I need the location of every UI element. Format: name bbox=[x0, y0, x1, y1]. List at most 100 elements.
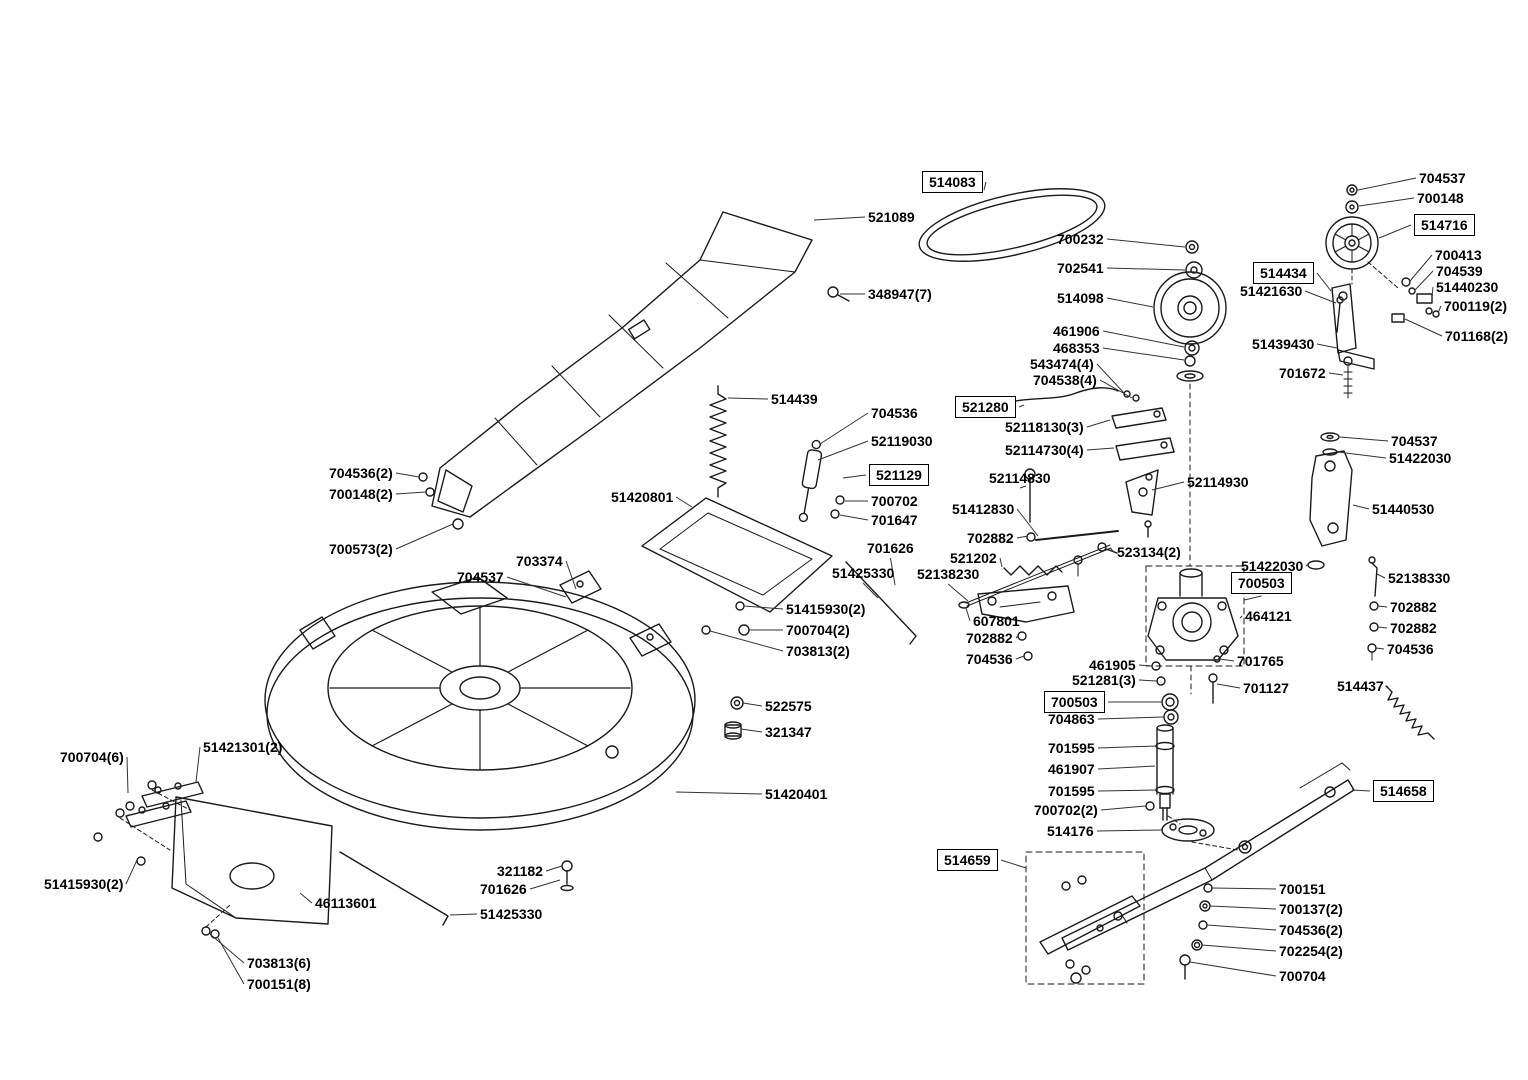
part-label: 52119030 bbox=[871, 433, 933, 449]
part-label: 702882 bbox=[966, 630, 1013, 646]
part-label: 52138230 bbox=[917, 566, 980, 582]
part-label: 468353 bbox=[1053, 340, 1100, 356]
leader-line bbox=[743, 605, 784, 610]
part-label: 700148(2) bbox=[329, 486, 393, 502]
leader-line bbox=[1357, 177, 1417, 191]
part-label: 51412830 bbox=[952, 501, 1015, 517]
part-label: 461906 bbox=[1053, 323, 1100, 339]
part-label: 514439 bbox=[771, 391, 818, 407]
leader-line bbox=[1386, 685, 1391, 691]
part-label: 703813(2) bbox=[786, 643, 850, 659]
part-label: 700702 bbox=[871, 493, 918, 509]
part-label: 522575 bbox=[765, 698, 812, 714]
part-label: 700702(2) bbox=[1034, 802, 1098, 818]
part-label: 461905 bbox=[1089, 657, 1136, 673]
leader-line bbox=[449, 913, 478, 916]
part-label: 700704 bbox=[1279, 968, 1326, 984]
part-label: 701595 bbox=[1048, 740, 1095, 756]
leader-line bbox=[675, 496, 693, 508]
part-label: 51420801 bbox=[611, 489, 674, 505]
part-label: 704536 bbox=[871, 405, 918, 421]
part-label: 51422030 bbox=[1389, 450, 1452, 466]
leader-line bbox=[1377, 626, 1388, 629]
tension-rod-drawing bbox=[958, 468, 1119, 661]
leader-line bbox=[1378, 224, 1412, 239]
leader-line bbox=[1219, 658, 1235, 662]
part-label: 514437 bbox=[1337, 678, 1384, 694]
leader-line bbox=[1015, 635, 1019, 639]
part-label: 702882 bbox=[967, 530, 1014, 546]
leader-line bbox=[1097, 745, 1157, 749]
part-label: 348947(7) bbox=[868, 286, 932, 302]
leader-line bbox=[299, 892, 313, 904]
leader-line bbox=[727, 397, 769, 400]
part-label: 704536(2) bbox=[329, 465, 393, 481]
leader-line bbox=[817, 440, 869, 461]
part-label: 702882 bbox=[1390, 620, 1437, 636]
part-label: 46113601 bbox=[315, 895, 377, 911]
part-label: 703374 bbox=[516, 553, 563, 569]
part-label: 51440230 bbox=[1436, 279, 1499, 295]
part-label: 52114830 bbox=[989, 470, 1051, 486]
leader-line bbox=[1316, 272, 1332, 292]
leader-line bbox=[1189, 961, 1277, 977]
part-label: 701595 bbox=[1048, 783, 1095, 799]
leader-line bbox=[742, 702, 763, 707]
leader-line bbox=[506, 576, 567, 598]
part-label: 321347 bbox=[765, 724, 812, 740]
part-label: 704863 bbox=[1048, 711, 1095, 727]
part-label: 700232 bbox=[1057, 231, 1104, 247]
leader-line bbox=[195, 746, 201, 783]
part-label: 704539 bbox=[1436, 263, 1483, 279]
leader-lines bbox=[125, 177, 1443, 985]
tension-spring-drawing bbox=[1385, 685, 1435, 740]
part-label: 464121 bbox=[1245, 608, 1292, 624]
leader-line bbox=[1106, 297, 1154, 308]
leader-line bbox=[1316, 343, 1338, 349]
leader-line bbox=[1431, 286, 1434, 298]
part-label: 51440530 bbox=[1372, 501, 1435, 517]
belt-drawing bbox=[918, 188, 1106, 262]
leader-line bbox=[1239, 615, 1243, 619]
part-label: 704537 bbox=[457, 569, 504, 585]
leader-line bbox=[1097, 765, 1156, 770]
part-label: 521202 bbox=[950, 550, 997, 566]
leader-line bbox=[1404, 318, 1443, 337]
leader-line bbox=[839, 514, 869, 521]
part-label: 51422030 bbox=[1241, 558, 1304, 574]
part-label: 461907 bbox=[1048, 761, 1095, 777]
part-label: 701626 bbox=[867, 540, 914, 556]
leader-line bbox=[819, 412, 869, 445]
idler-linkage-drawing bbox=[1097, 390, 1175, 554]
rear-hanger-drawing bbox=[1307, 432, 1379, 661]
leader-line bbox=[1086, 447, 1115, 451]
part-label: 701765 bbox=[1237, 653, 1284, 669]
leader-line bbox=[1138, 679, 1158, 682]
leader-line bbox=[1211, 887, 1277, 890]
part-label: 700413 bbox=[1435, 247, 1482, 263]
part-label: 51439430 bbox=[1252, 336, 1315, 352]
spindle-assembly-drawing bbox=[1145, 565, 1245, 851]
part-label: 514658 bbox=[1373, 780, 1434, 803]
part-label: 51425330 bbox=[832, 565, 895, 581]
part-label: 321182 bbox=[497, 863, 543, 879]
part-label: 700704(6) bbox=[60, 749, 124, 765]
part-label: 700151(8) bbox=[247, 976, 311, 992]
leader-line bbox=[1109, 547, 1115, 553]
leader-line bbox=[1351, 789, 1371, 792]
leader-line bbox=[675, 791, 763, 795]
part-label: 701626 bbox=[480, 881, 527, 897]
leader-line bbox=[1375, 647, 1385, 650]
leader-line bbox=[1019, 485, 1027, 489]
leader-line bbox=[1016, 535, 1029, 539]
leader-line bbox=[126, 756, 129, 794]
part-label: 607801 bbox=[973, 613, 1020, 629]
part-label: 701168(2) bbox=[1445, 328, 1509, 344]
part-label: 514098 bbox=[1057, 290, 1104, 306]
leader-line bbox=[1339, 436, 1389, 442]
leader-line bbox=[1437, 305, 1442, 314]
leader-line bbox=[1151, 481, 1185, 491]
leader-line bbox=[1305, 563, 1309, 567]
